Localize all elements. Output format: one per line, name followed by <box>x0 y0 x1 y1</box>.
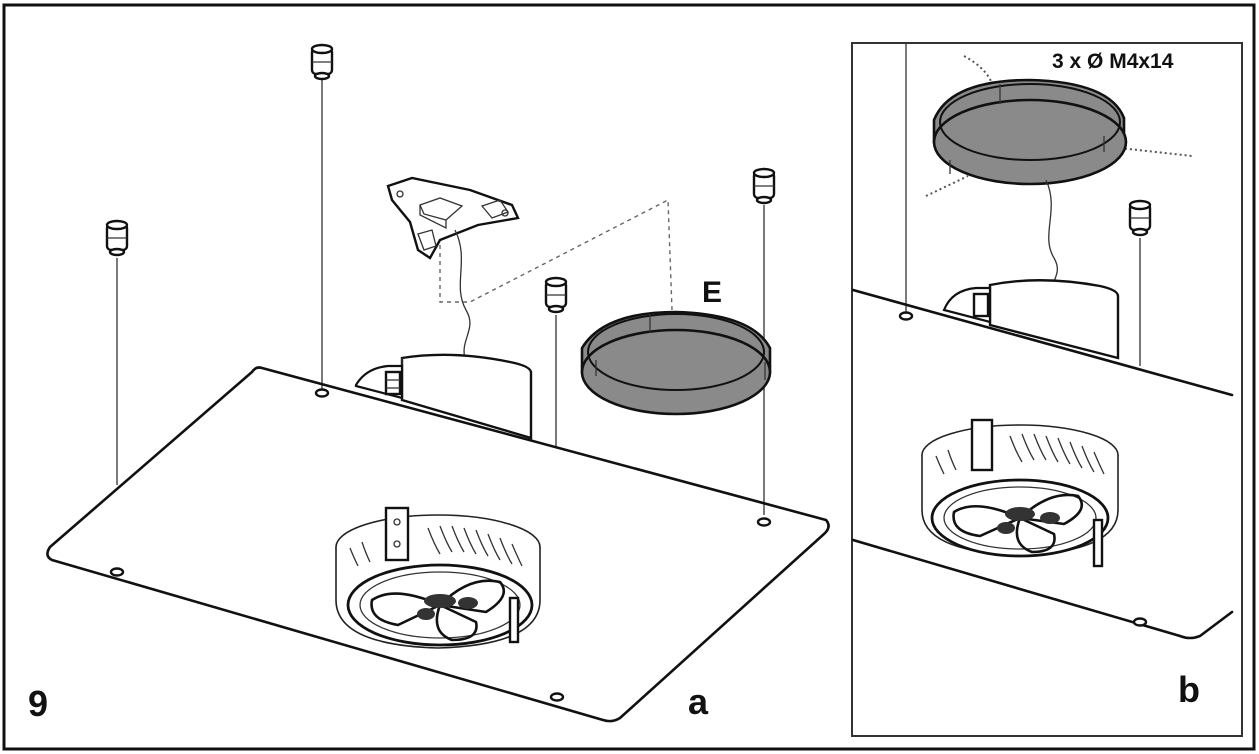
ceiling-anchor-b <box>1128 199 1152 237</box>
ceiling-anchor-rear <box>310 43 334 81</box>
power-cord <box>454 229 471 363</box>
screw-path-left <box>925 175 969 197</box>
fan-motor-unit-b <box>921 418 1119 568</box>
hood-hole-left <box>109 567 125 577</box>
screw-path-right <box>1119 147 1193 157</box>
panel-b: 3 x Ø M4x14 b <box>851 42 1243 737</box>
power-cord-b <box>1045 179 1059 293</box>
screw-path-top <box>963 55 995 91</box>
ceiling-anchor-middle <box>544 276 568 314</box>
ceiling-anchor-left <box>105 219 129 257</box>
screw-spec-label: 3 x Ø M4x14 <box>1052 50 1174 73</box>
step-number: 9 <box>28 683 48 724</box>
chimney-duct <box>354 353 533 440</box>
cover-plate-b <box>932 78 1128 186</box>
figure-border <box>2 3 1256 751</box>
panel-b-frame <box>851 42 1243 737</box>
fan-motor-unit <box>335 506 541 649</box>
hood-hole-right <box>756 517 772 527</box>
hood-hole-rear <box>314 388 330 398</box>
hood-hole-front <box>549 692 565 702</box>
part-label-e: E <box>702 276 722 309</box>
chimney-duct-b <box>942 279 1120 360</box>
cover-plate-e <box>580 310 772 416</box>
panel-b-label: b <box>1178 669 1200 710</box>
ceiling-anchor-right <box>752 167 776 205</box>
hood-body-b <box>851 288 1234 397</box>
hood-hole-b-front <box>1132 617 1148 627</box>
alignment-guide <box>439 198 673 311</box>
panel-a: E 9 a <box>28 43 830 724</box>
ceiling-bracket <box>386 176 520 260</box>
hood-body-b-front <box>851 538 1234 640</box>
hood-body <box>46 366 830 723</box>
panel-a-label: a <box>688 681 709 722</box>
hood-hole-b-left <box>898 311 914 321</box>
